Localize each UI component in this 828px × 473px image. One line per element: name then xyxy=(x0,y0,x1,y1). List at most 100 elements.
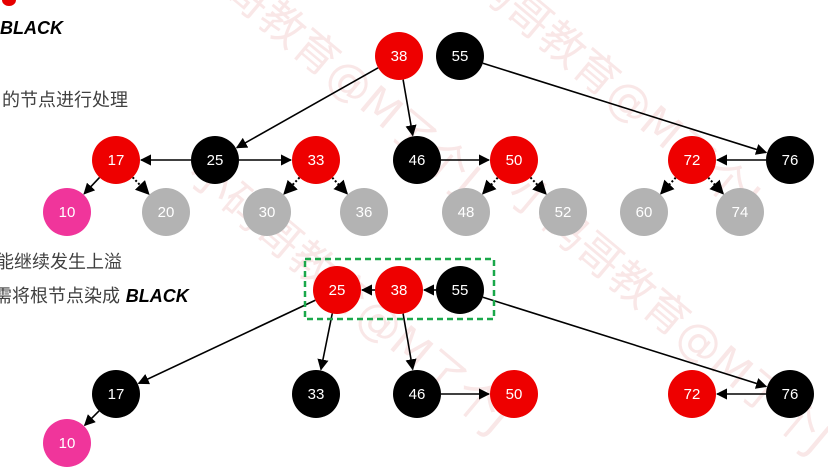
highlight-box xyxy=(303,257,496,321)
top-node-label: 60 xyxy=(636,204,653,221)
bottom-node-circle xyxy=(92,370,140,418)
top-node-label: 55 xyxy=(452,48,469,65)
top-node-circle xyxy=(292,136,340,184)
top-node-label: 36 xyxy=(356,204,373,221)
top-node-label: 17 xyxy=(108,152,125,169)
bottom-node-circle xyxy=(490,370,538,418)
top-node-52: 52 xyxy=(539,188,587,236)
top-node-label: 20 xyxy=(158,204,175,221)
top-node-74: 74 xyxy=(716,188,764,236)
top-edge xyxy=(402,79,417,137)
top-node-48: 48 xyxy=(442,188,490,236)
top-node-circle xyxy=(490,136,538,184)
bottom-node-72: 72 xyxy=(668,370,716,418)
bottom-node-circle xyxy=(292,370,340,418)
bottom-node-circle xyxy=(313,266,361,314)
top-node-circle xyxy=(375,32,423,80)
top-node-circle xyxy=(92,136,140,184)
red-marker xyxy=(2,0,16,6)
text-line-3-bold: BLACK xyxy=(125,286,189,306)
top-node-circle xyxy=(620,188,668,236)
bottom-node-50: 50 xyxy=(490,370,538,418)
top-edge xyxy=(331,176,348,195)
bottom-edge xyxy=(317,313,334,371)
top-node-36: 36 xyxy=(340,188,388,236)
top-node-circle xyxy=(393,136,441,184)
top-node-circle xyxy=(442,188,490,236)
top-node-label: 74 xyxy=(732,204,749,221)
top-node-label: 76 xyxy=(782,152,799,169)
top-edge xyxy=(283,176,301,195)
text-line-3-prefix: 需将根节点染成 xyxy=(0,286,120,307)
bottom-node-label: 46 xyxy=(409,386,426,403)
bottom-node-label: 10 xyxy=(59,435,76,452)
bottom-node-circle xyxy=(766,370,814,418)
top-node-55: 55 xyxy=(436,32,484,80)
top-node-label: 38 xyxy=(391,48,408,65)
bottom-node-label: 76 xyxy=(782,386,799,403)
bottom-node-circle xyxy=(393,370,441,418)
text-line-2: 能继续发生上溢 xyxy=(0,252,122,273)
top-node-33: 33 xyxy=(292,136,340,184)
top-node-circle xyxy=(716,188,764,236)
bottom-node-46: 46 xyxy=(393,370,441,418)
top-node-circle xyxy=(142,188,190,236)
top-node-circle xyxy=(539,188,587,236)
top-node-label: 46 xyxy=(409,152,426,169)
top-node-46: 46 xyxy=(393,136,441,184)
top-edge xyxy=(83,176,101,195)
bottom-edge xyxy=(137,299,316,385)
text-line-3: 需将根节点染成 BLACK xyxy=(0,282,189,308)
bottom-node-label: 50 xyxy=(506,386,523,403)
top-edge xyxy=(482,62,768,155)
bottom-node-label: 55 xyxy=(452,282,469,299)
top-edge xyxy=(529,176,547,195)
top-node-30: 30 xyxy=(243,188,291,236)
top-node-label: 25 xyxy=(207,152,224,169)
bottom-node-label: 38 xyxy=(391,282,408,299)
top-node-label: 33 xyxy=(308,152,325,169)
top-node-label: 48 xyxy=(458,204,475,221)
bottom-node-25: 25 xyxy=(313,266,361,314)
top-edge xyxy=(707,176,724,195)
bottom-edge xyxy=(402,313,417,371)
top-node-label: 72 xyxy=(684,152,701,169)
top-edge xyxy=(482,176,499,195)
bottom-node-label: 25 xyxy=(329,282,346,299)
bottom-node-label: 17 xyxy=(108,386,125,403)
bottom-node-circle xyxy=(668,370,716,418)
bottom-node-55: 55 xyxy=(436,266,484,314)
top-node-72: 72 xyxy=(668,136,716,184)
bottom-edge xyxy=(83,410,100,427)
bottom-node-17: 17 xyxy=(92,370,140,418)
top-node-circle xyxy=(766,136,814,184)
top-edge xyxy=(660,176,677,195)
top-node-10: 10 xyxy=(43,188,91,236)
bottom-node-33: 33 xyxy=(292,370,340,418)
top-node-60: 60 xyxy=(620,188,668,236)
top-node-label: 30 xyxy=(259,204,276,221)
top-node-50: 50 xyxy=(490,136,538,184)
bottom-node-76: 76 xyxy=(766,370,814,418)
top-node-17: 17 xyxy=(92,136,140,184)
bottom-node-label: 33 xyxy=(308,386,325,403)
text-line-1: 的节点进行处理 xyxy=(2,90,128,111)
top-edge xyxy=(235,67,379,149)
top-node-circle xyxy=(191,136,239,184)
top-node-label: 52 xyxy=(555,204,572,221)
bottom-node-label: 72 xyxy=(684,386,701,403)
bottom-node-circle xyxy=(375,266,423,314)
bottom-edge xyxy=(482,296,768,389)
bottom-node-38: 38 xyxy=(375,266,423,314)
top-node-circle xyxy=(340,188,388,236)
top-node-circle xyxy=(43,188,91,236)
top-node-25: 25 xyxy=(191,136,239,184)
top-node-circle xyxy=(243,188,291,236)
top-node-76: 76 xyxy=(766,136,814,184)
top-node-circle xyxy=(436,32,484,80)
top-edge xyxy=(131,176,150,195)
top-node-38: 38 xyxy=(375,32,423,80)
bottom-node-10: 10 xyxy=(43,419,91,467)
top-node-label: 50 xyxy=(506,152,523,169)
